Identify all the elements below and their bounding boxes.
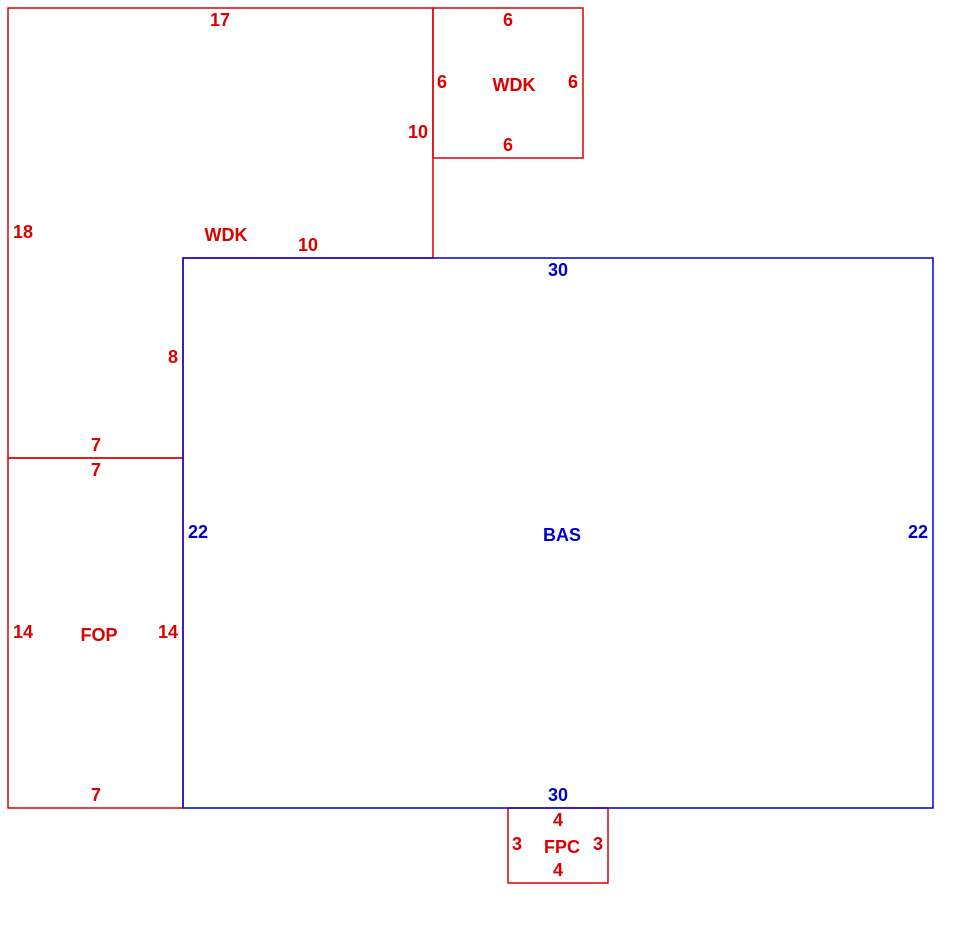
fpc-left-dim: 3 bbox=[512, 834, 522, 854]
bas-outline bbox=[182, 257, 934, 809]
wdk-main-right-dim: 10 bbox=[408, 122, 428, 142]
bas-bottom-dim: 30 bbox=[548, 785, 568, 805]
fop-bottom-dim: 7 bbox=[91, 785, 101, 805]
wdk-main-inner-left-dim: 8 bbox=[168, 347, 178, 367]
wdk-main-step-dim: 7 bbox=[91, 435, 101, 455]
fpc-top-dim: 4 bbox=[553, 810, 563, 830]
bas-top-dim: 30 bbox=[548, 260, 568, 280]
bas-code: BAS bbox=[543, 525, 581, 545]
wdk-main-code: WDK bbox=[205, 225, 248, 245]
wdk-main-top-dim: 17 bbox=[210, 10, 230, 30]
fop-right-dim: 14 bbox=[158, 622, 178, 642]
fpc-code: FPC bbox=[544, 837, 580, 857]
bas-left-dim: 22 bbox=[188, 522, 208, 542]
wdk-small-bottom-dim: 6 bbox=[503, 135, 513, 155]
wdk-main-bottom-dim: 10 bbox=[298, 235, 318, 255]
fop-top-dim: 7 bbox=[91, 460, 101, 480]
wdk-small-left-dim: 6 bbox=[437, 72, 447, 92]
wdk-small-code: WDK bbox=[493, 75, 536, 95]
bas-right-dim: 22 bbox=[908, 522, 928, 542]
wdk-small-top-dim: 6 bbox=[503, 10, 513, 30]
wdk-main-left-dim: 18 bbox=[13, 222, 33, 242]
wdk-small-outline bbox=[432, 7, 584, 159]
wdk-small-right-dim: 6 bbox=[568, 72, 578, 92]
fpc-bottom-dim: 4 bbox=[553, 860, 563, 880]
fop-left-dim: 14 bbox=[13, 622, 33, 642]
fpc-right-dim: 3 bbox=[593, 834, 603, 854]
fop-code: FOP bbox=[80, 625, 117, 645]
